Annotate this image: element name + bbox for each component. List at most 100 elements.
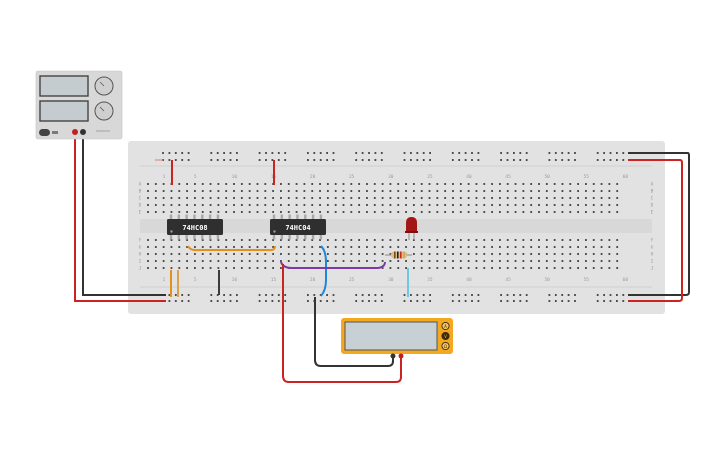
breadboard-hole[interactable] (287, 253, 290, 255)
breadboard-hole[interactable] (412, 190, 415, 192)
breadboard-hole[interactable] (311, 239, 314, 241)
breadboard-hole[interactable] (405, 197, 407, 199)
breadboard-hole[interactable] (405, 260, 407, 262)
breadboard-hole[interactable] (248, 260, 251, 262)
breadboard-hole[interactable] (326, 211, 329, 213)
chip-74hc08[interactable]: 74HC08 (167, 214, 223, 240)
breadboard-hole[interactable] (436, 204, 439, 206)
breadboard-hole[interactable] (280, 260, 282, 262)
mode-button-volts[interactable]: V (441, 331, 450, 341)
breadboard-hole[interactable] (170, 190, 173, 192)
breadboard-hole[interactable] (530, 204, 533, 206)
breadboard-hole[interactable] (303, 197, 306, 199)
power-rail-hole[interactable] (458, 300, 461, 302)
breadboard-hole[interactable] (217, 190, 220, 192)
breadboard-hole[interactable] (538, 267, 540, 269)
breadboard-hole[interactable] (420, 211, 423, 213)
breadboard-hole[interactable] (452, 183, 454, 185)
breadboard-hole[interactable] (295, 239, 298, 241)
breadboard-hole[interactable] (225, 253, 228, 255)
breadboard-hole[interactable] (428, 267, 431, 269)
breadboard-hole[interactable] (240, 260, 243, 262)
breadboard-hole[interactable] (444, 246, 447, 248)
power-rail-hole[interactable] (187, 294, 190, 296)
breadboard-hole[interactable] (522, 190, 525, 192)
breadboard-hole[interactable] (248, 246, 251, 248)
breadboard-hole[interactable] (538, 183, 540, 185)
breadboard-hole[interactable] (217, 246, 220, 248)
breadboard-hole[interactable] (209, 183, 212, 185)
breadboard-hole[interactable] (170, 260, 173, 262)
mode-button-ohms[interactable]: Ω (441, 341, 450, 351)
breadboard-hole[interactable] (545, 183, 548, 185)
breadboard-hole[interactable] (499, 239, 501, 241)
power-rail-hole[interactable] (464, 159, 467, 161)
breadboard-hole[interactable] (147, 239, 149, 241)
power-rail-hole[interactable] (271, 159, 274, 161)
power-rail-hole[interactable] (326, 294, 328, 296)
breadboard-hole[interactable] (186, 246, 188, 248)
power-rail-hole[interactable] (429, 300, 431, 302)
breadboard-hole[interactable] (592, 204, 595, 206)
breadboard-hole[interactable] (147, 183, 149, 185)
breadboard-hole[interactable] (459, 246, 462, 248)
breadboard-hole[interactable] (585, 253, 587, 255)
breadboard-hole[interactable] (217, 239, 220, 241)
breadboard-hole[interactable] (530, 211, 533, 213)
breadboard-hole[interactable] (162, 267, 165, 269)
breadboard-hole[interactable] (311, 211, 314, 213)
breadboard-hole[interactable] (373, 204, 376, 206)
breadboard-hole[interactable] (217, 204, 220, 206)
breadboard-hole[interactable] (342, 197, 345, 199)
breadboard-hole[interactable] (522, 197, 525, 199)
breadboard-hole[interactable] (201, 190, 204, 192)
power-rail-hole[interactable] (422, 294, 425, 296)
power-rail-hole[interactable] (216, 300, 219, 302)
breadboard-hole[interactable] (233, 211, 235, 213)
breadboard-hole[interactable] (162, 204, 165, 206)
breadboard-hole[interactable] (147, 204, 149, 206)
breadboard-hole[interactable] (483, 211, 486, 213)
breadboard-hole[interactable] (178, 260, 181, 262)
breadboard-hole[interactable] (389, 197, 392, 199)
power-rail-hole[interactable] (464, 300, 467, 302)
breadboard-hole[interactable] (381, 260, 384, 262)
power-rail-hole[interactable] (229, 159, 232, 161)
breadboard-hole[interactable] (499, 190, 501, 192)
breadboard-hole[interactable] (248, 239, 251, 241)
breadboard-hole[interactable] (147, 197, 149, 199)
breadboard-hole[interactable] (592, 197, 595, 199)
breadboard-hole[interactable] (303, 190, 306, 192)
breadboard-hole[interactable] (608, 204, 611, 206)
breadboard-hole[interactable] (186, 183, 188, 185)
power-rail-hole[interactable] (561, 159, 564, 161)
power-rail-hole[interactable] (229, 294, 232, 296)
power-rail-hole[interactable] (368, 152, 370, 154)
power-rail-hole[interactable] (355, 152, 358, 154)
breadboard-hole[interactable] (186, 239, 188, 241)
breadboard-hole[interactable] (287, 190, 290, 192)
breadboard-hole[interactable] (600, 239, 603, 241)
power-rail-hole[interactable] (332, 152, 335, 154)
breadboard-hole[interactable] (444, 190, 447, 192)
breadboard-hole[interactable] (569, 211, 572, 213)
power-rail-hole[interactable] (622, 152, 625, 154)
power-rail-hole[interactable] (187, 159, 190, 161)
breadboard-hole[interactable] (467, 204, 470, 206)
breadboard-hole[interactable] (428, 253, 431, 255)
breadboard-hole[interactable] (592, 246, 595, 248)
breadboard-hole[interactable] (412, 253, 415, 255)
breadboard-hole[interactable] (436, 253, 439, 255)
wire-rail-jumper-red[interactable] (628, 159, 683, 302)
breadboard-hole[interactable] (483, 183, 486, 185)
breadboard-hole[interactable] (201, 246, 204, 248)
breadboard-hole[interactable] (545, 267, 548, 269)
breadboard-hole[interactable] (420, 190, 423, 192)
breadboard-hole[interactable] (233, 190, 235, 192)
breadboard-hole[interactable] (577, 267, 579, 269)
breadboard-hole[interactable] (522, 204, 525, 206)
breadboard-hole[interactable] (178, 204, 181, 206)
power-rail-hole[interactable] (216, 152, 219, 154)
power-rail-hole[interactable] (513, 152, 515, 154)
breadboard-hole[interactable] (373, 183, 376, 185)
